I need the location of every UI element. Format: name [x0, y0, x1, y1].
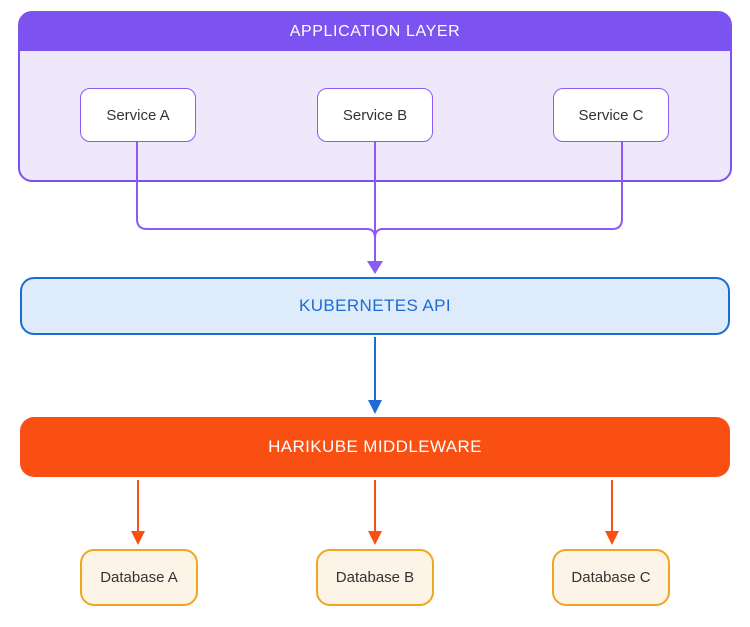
- middleware-to-database-a-arrow: [131, 480, 145, 545]
- service-c-label: Service C: [578, 106, 644, 124]
- node-database-a: Database A: [80, 549, 198, 606]
- service-b-label: Service B: [342, 106, 408, 124]
- node-kubernetes-api: KUBERNETES API: [20, 277, 730, 335]
- database-b-label: Database B: [335, 569, 415, 586]
- arrowhead-to-database-a-icon: [131, 531, 145, 545]
- node-harikube-middleware: HARIKUBE MIDDLEWARE: [20, 417, 730, 477]
- middleware-to-database-b-arrow: [368, 480, 382, 545]
- kubernetes-api-label: KUBERNETES API: [298, 296, 452, 315]
- application-layer-title: APPLICATION LAYER: [289, 23, 461, 40]
- database-c-label: Database C: [571, 569, 651, 586]
- middleware-label: HARIKUBE MIDDLEWARE: [268, 437, 482, 456]
- database-a-label: Database A: [100, 569, 178, 586]
- service-a-label: Service A: [106, 106, 170, 124]
- node-database-b: Database B: [316, 549, 434, 606]
- node-database-c: Database C: [552, 549, 670, 606]
- arrowhead-to-middleware-icon: [368, 400, 382, 414]
- middleware-to-database-c-arrow: [605, 480, 619, 545]
- node-service-b: Service B: [317, 88, 433, 142]
- application-layer-header: APPLICATION LAYER: [20, 13, 730, 51]
- node-service-a: Service A: [80, 88, 196, 142]
- node-service-c: Service C: [553, 88, 669, 142]
- arrowhead-to-database-c-icon: [605, 531, 619, 545]
- kubernetes-to-middleware-arrow: [368, 337, 382, 414]
- arrowhead-to-kubernetes-icon: [367, 261, 383, 274]
- arrowhead-to-database-b-icon: [368, 531, 382, 545]
